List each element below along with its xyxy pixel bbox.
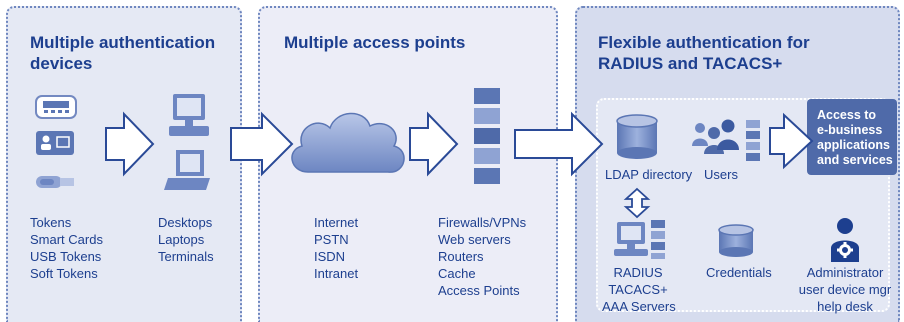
list-item: Access Points <box>438 283 520 298</box>
administrator-label: Administrator user device mgr help desk <box>798 265 892 314</box>
user-store-stack-icon <box>746 120 760 161</box>
list-item: PSTN <box>314 232 349 247</box>
devices-panel-title: Multiple authentication devices <box>30 33 216 73</box>
network-stack-icon <box>474 88 500 184</box>
list-item: Smart Cards <box>30 232 103 247</box>
arrow-right-icon <box>409 111 459 177</box>
credentials-label: Credentials <box>706 265 772 280</box>
list-item: Web servers <box>438 232 511 247</box>
ldap-database-icon <box>616 114 658 159</box>
list-item: Soft Tokens <box>30 266 98 281</box>
desktop-computer-icon <box>169 94 209 136</box>
infrastructure-list: Firewalls/VPNs Web servers Routers Cache… <box>438 214 526 299</box>
list-item: USB Tokens <box>30 249 102 264</box>
bidirectional-arrow-icon <box>623 187 651 219</box>
list-item: Routers <box>438 249 484 264</box>
arrow-right-icon <box>514 111 604 177</box>
list-item: Terminals <box>158 249 214 264</box>
ldap-directory-label: LDAP directory <box>605 167 693 182</box>
list-item: Firewalls/VPNs <box>438 215 527 230</box>
laptop-icon <box>164 150 210 190</box>
radius-server-icon <box>614 220 665 259</box>
network-types-list: Internet PSTN ISDN Intranet <box>314 214 358 282</box>
list-item: Tokens <box>30 215 72 230</box>
list-item: Internet <box>314 215 359 230</box>
list-item: Desktops <box>158 215 213 230</box>
users-label: Users <box>704 167 738 182</box>
credentials-database-icon <box>718 224 754 257</box>
list-item: ISDN <box>314 249 346 264</box>
access-e-business-box: Access to e-business applications and se… <box>807 99 897 175</box>
usb-token-icon <box>36 176 74 188</box>
users-group-icon <box>692 119 739 154</box>
flexible-auth-panel-title: Flexible authentication for RADIUS and T… <box>598 33 810 73</box>
radius-servers-label: RADIUS TACACS+ AAA Servers <box>602 265 676 314</box>
arrow-right-icon <box>230 111 294 177</box>
list-item: Laptops <box>158 232 205 247</box>
arrow-right-icon <box>105 111 155 177</box>
smart-card-icon <box>36 131 74 155</box>
list-item: Cache <box>438 266 476 281</box>
hardware-token-icon <box>35 95 77 119</box>
administrator-icon <box>831 218 859 262</box>
arrow-right-icon <box>769 112 814 170</box>
access-points-panel-title: Multiple access points <box>284 33 466 52</box>
token-types-list: Tokens Smart Cards USB Tokens Soft Token… <box>30 214 103 282</box>
network-cloud-icon <box>291 112 405 173</box>
list-item: Intranet <box>314 266 359 281</box>
endpoint-types-list: Desktops Laptops Terminals <box>158 214 214 265</box>
